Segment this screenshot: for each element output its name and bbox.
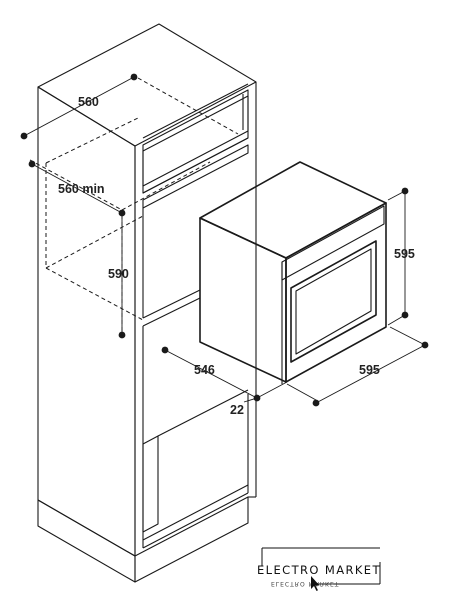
dim-label-oven-depth: 546 — [194, 363, 215, 377]
oven-control-panel — [281, 205, 385, 281]
logo-text: ELECTRO MARKET — [257, 563, 381, 577]
cabinet-side — [37, 86, 136, 557]
logo-mirror-text: ELECTRO MARKET — [271, 580, 339, 587]
dim-label-oven-height: 595 — [394, 247, 415, 261]
oven-door-window — [290, 240, 377, 363]
oven — [199, 161, 387, 384]
cursor-icon — [311, 576, 320, 591]
dimension-lines — [20, 73, 429, 407]
electro-market-logo: ELECTRO MARKET ELECTRO MARKET — [257, 547, 381, 591]
dim-label-cabinet-depth: 560 — [78, 95, 99, 109]
cabinet — [37, 23, 257, 583]
dim-label-door-offset: 22 — [230, 403, 244, 417]
oven-front — [285, 202, 387, 383]
dim-label-oven-width: 595 — [359, 363, 380, 377]
cabinet-plinth — [37, 499, 136, 583]
oven-side — [199, 217, 287, 383]
dim-label-niche-width: 560 min — [58, 182, 105, 196]
dim-label-niche-height: 590 — [108, 267, 129, 281]
oven-top — [199, 161, 387, 259]
cabinet-top — [37, 23, 257, 147]
